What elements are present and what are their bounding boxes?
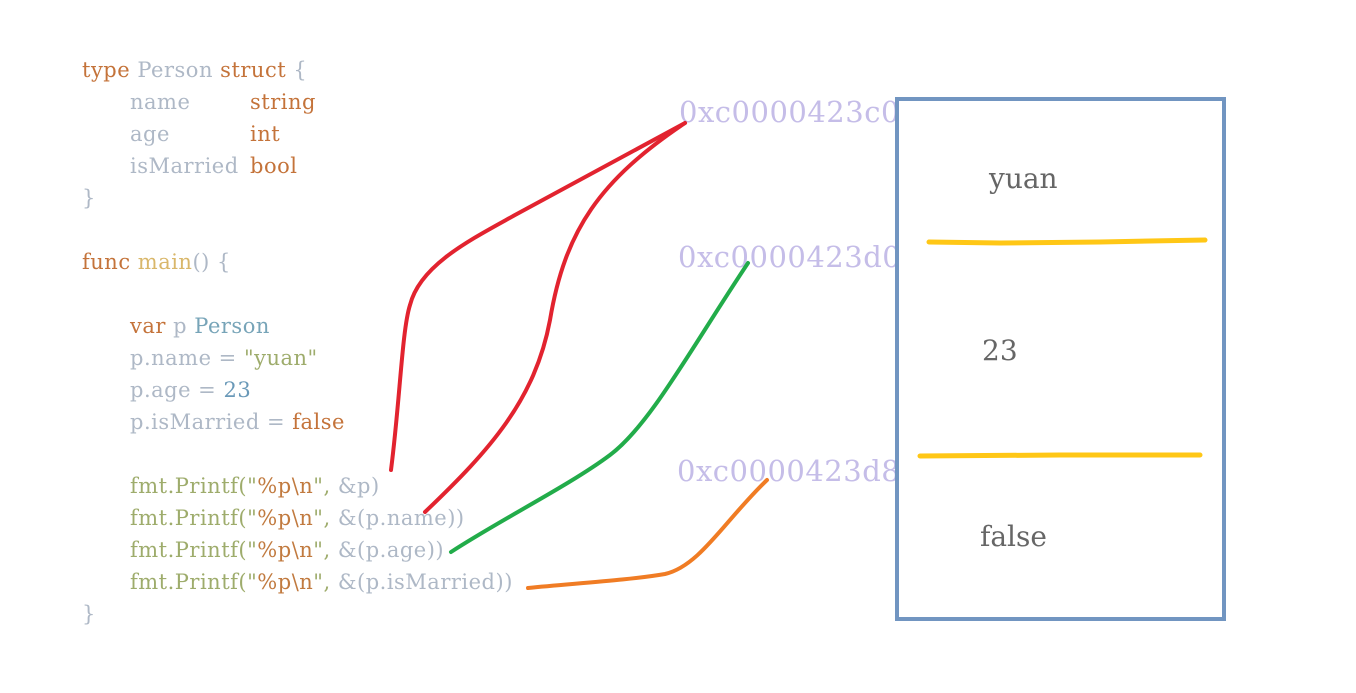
struct-open-brace: { (293, 58, 308, 82)
arrow-ismarried (526, 478, 769, 590)
field-line-age: age (130, 122, 170, 146)
field-type: string (250, 90, 316, 114)
printf-line-p: fmt.Printf("%p\n", &p) (130, 474, 380, 498)
field-name: name (130, 90, 191, 114)
printf-arg: &(p.isMarried)) (337, 570, 513, 594)
printf-format: %p\n (257, 570, 314, 594)
field-line-ismarried: isMarried (130, 154, 239, 178)
assign-name-line: p.name = "yuan" (130, 346, 318, 370)
assign-rhs: "yuan" (243, 346, 318, 370)
keyword-struct: struct (220, 58, 287, 82)
field-type-name: string (250, 90, 316, 114)
assign-rhs: 23 (223, 378, 252, 402)
address-label-age: 0xc0000423d0 (678, 240, 902, 274)
printf-quote: " (247, 474, 258, 498)
printf-format: %p\n (257, 474, 314, 498)
arrow-p (389, 121, 687, 472)
func-parens: () (192, 250, 210, 274)
field-type-age: int (250, 122, 280, 146)
printf-format: %p\n (257, 538, 314, 562)
printf-fn: fmt.Printf( (130, 538, 248, 562)
func-decl-line: func main() { (82, 250, 231, 274)
printf-fn: fmt.Printf( (130, 506, 248, 530)
printf-arg: &p) (337, 474, 380, 498)
address-label-ismarried: 0xc0000423d8 (677, 454, 901, 488)
brace: } (82, 602, 96, 626)
memory-cell-name: yuan (989, 162, 1058, 195)
struct-name: Person (137, 58, 213, 82)
assign-lhs: p.age = (130, 378, 224, 402)
assign-age-line: p.age = 23 (130, 378, 251, 402)
printf-quote: ", (313, 474, 338, 498)
var-name: p (173, 314, 188, 338)
printf-line-name: fmt.Printf("%p\n", &(p.name)) (130, 506, 465, 530)
func-open-brace: { (217, 250, 231, 274)
arrow-name (423, 121, 687, 514)
func-close-brace: } (82, 602, 96, 626)
field-line-name: name (130, 90, 190, 114)
assign-married-line: p.isMarried = false (130, 410, 345, 434)
assign-lhs: p.isMarried = (130, 410, 293, 434)
field-name: age (130, 122, 170, 146)
keyword-func: func (82, 250, 131, 274)
printf-fn: fmt.Printf( (130, 474, 248, 498)
printf-quote: " (247, 570, 258, 594)
var-type: Person (194, 314, 270, 338)
memory-box (895, 97, 1226, 621)
memory-cell-ismarried: false (980, 520, 1047, 553)
var-decl-line: var p Person (130, 314, 270, 338)
printf-line-age: fmt.Printf("%p\n", &(p.age)) (130, 538, 444, 562)
cell-divider-2 (917, 452, 1203, 459)
keyword-type: type (82, 58, 131, 82)
field-type-ismarried: bool (250, 154, 297, 178)
struct-close-brace: } (82, 186, 96, 210)
printf-fn: fmt.Printf( (130, 570, 248, 594)
address-label-p: 0xc0000423c0 (679, 95, 900, 129)
printf-format: %p\n (257, 506, 314, 530)
assign-rhs: false (292, 410, 345, 434)
printf-arg: &(p.age)) (337, 538, 445, 562)
printf-quote: ", (313, 538, 338, 562)
printf-quote: ", (313, 570, 338, 594)
field-type: int (250, 122, 281, 146)
printf-arg: &(p.name)) (337, 506, 465, 530)
printf-line-ismarried: fmt.Printf("%p\n", &(p.isMarried)) (130, 570, 513, 594)
memory-cell-age: 23 (982, 334, 1018, 367)
field-name: isMarried (130, 154, 239, 178)
keyword-var: var (130, 314, 166, 338)
func-name: main (137, 250, 193, 274)
cell-divider-1 (926, 237, 1208, 246)
field-type: bool (250, 154, 298, 178)
printf-quote: " (247, 506, 258, 530)
assign-lhs: p.name = (130, 346, 244, 370)
printf-quote: ", (313, 506, 338, 530)
printf-quote: " (247, 538, 258, 562)
arrow-age (449, 261, 750, 554)
struct-decl-line: type Person struct { (82, 58, 307, 82)
brace: } (82, 186, 96, 210)
